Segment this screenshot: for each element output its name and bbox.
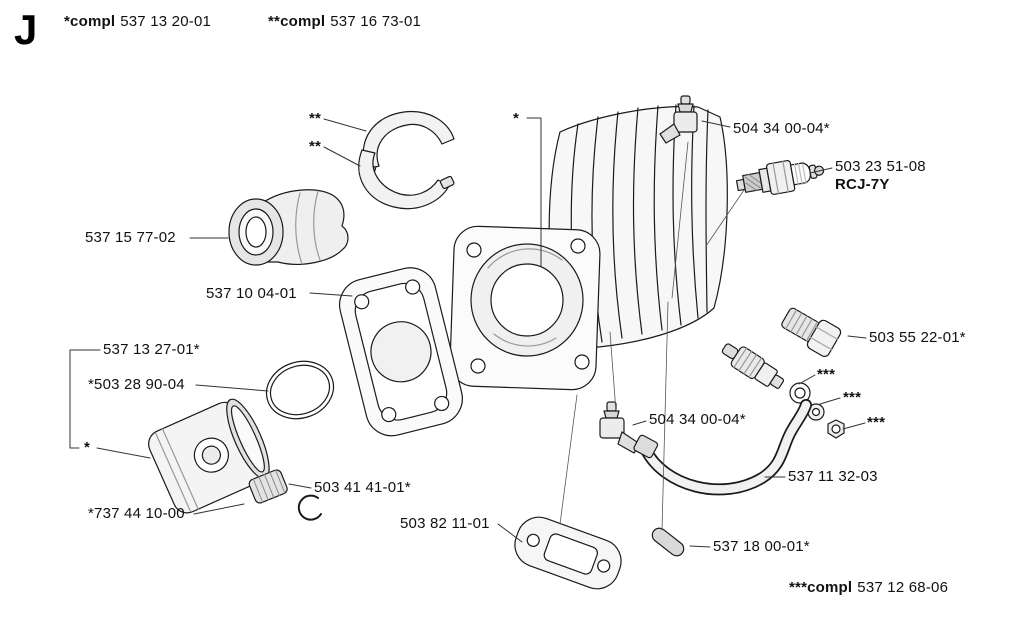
valve-assembly (721, 343, 785, 389)
part-number-fitting-mid: 504 34 00-04* (649, 411, 746, 428)
section-letter: J (14, 6, 38, 53)
piston-ring (265, 360, 335, 420)
triple-star-mark-2: *** (843, 389, 862, 406)
circlip (297, 494, 322, 521)
leader-lines (69, 117, 867, 548)
single-star-mark-piston: * (84, 439, 91, 456)
fitting-mid (599, 401, 641, 454)
part-number-plug-small: 537 18 00-01* (713, 538, 810, 555)
part-number-plug-screw: 503 55 22-01* (869, 329, 966, 346)
needle-bearing (248, 469, 288, 504)
fitting-top (659, 95, 698, 144)
cylinder (449, 104, 728, 391)
part-number-piston-ring: *503 28 90-04 (88, 376, 185, 393)
header-note-1-prefix: *compl (64, 13, 116, 30)
part-number-needle-bearing: 503 41 41-01* (314, 479, 411, 496)
footer-note-prefix: ***compl (789, 579, 853, 596)
clamp-lower (358, 149, 455, 210)
part-number-impulse-hose: 537 11 32-03 (788, 468, 878, 485)
plug-small (651, 527, 685, 557)
part-number-fitting-top: 504 34 00-04* (733, 120, 830, 137)
header-note-2-prefix: **compl (268, 13, 326, 30)
plug-screw (781, 307, 842, 357)
banjo-washer-nut (789, 382, 845, 439)
exhaust-gasket (514, 516, 622, 590)
intake-flange (338, 267, 463, 437)
piston (148, 398, 270, 514)
part-number-exhaust-gasket: 503 82 11-01 (400, 515, 490, 532)
triple-star-mark-3: *** (867, 414, 886, 431)
part-number-intake-boot: 537 15 77-02 (85, 229, 176, 246)
header-note-1-number: 537 13 20-01 (120, 13, 212, 30)
part-number-spark-plug: 503 23 51-08 (835, 158, 926, 175)
double-star-mark-1: ** (309, 110, 322, 127)
impulse-hose (633, 399, 812, 496)
double-star-mark-2: ** (309, 138, 322, 155)
clamp-upper (361, 110, 455, 176)
part-number-piston-assembly: 537 13 27-01* (103, 341, 200, 358)
intake-boot (228, 189, 349, 266)
single-star-mark-top: * (513, 110, 520, 127)
part-number-piston-pin: *737 44 10-00 (88, 505, 185, 522)
spark-plug-model: RCJ-7Y (835, 176, 890, 193)
header-note-2-number: 537 16 73-01 (330, 13, 422, 30)
triple-star-mark-1: *** (817, 366, 836, 383)
spark-plug (735, 160, 825, 195)
footer-note-number: 537 12 68-06 (857, 579, 949, 596)
part-number-intake-flange: 537 10 04-01 (206, 285, 297, 302)
